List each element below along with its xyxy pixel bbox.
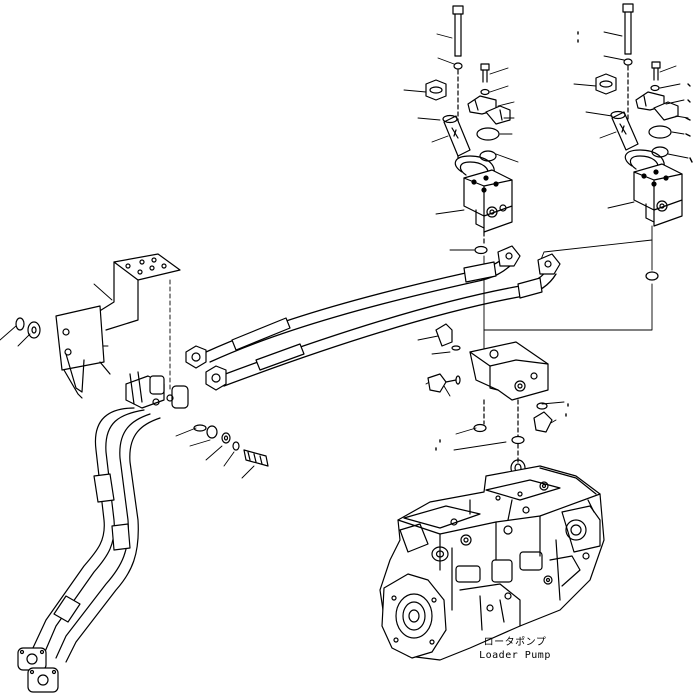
- block-o-ring-2: [511, 435, 525, 445]
- left-pipes: [31, 407, 161, 663]
- block-o-ring: [473, 423, 487, 433]
- left-cap: [425, 79, 447, 101]
- pump-caption: ロータポンプ Loader Pump: [470, 636, 560, 662]
- left-bolt-washer: [453, 62, 463, 70]
- left-sleeve: [442, 114, 471, 157]
- loader-pump: [379, 459, 605, 661]
- hose-end-fitting-lower: [205, 365, 227, 391]
- pump-caption-jp: ロータポンプ: [483, 637, 547, 648]
- left-small-washer: [480, 88, 490, 96]
- right-long-bolt: [622, 3, 634, 55]
- pipe-clamp-group: [125, 371, 189, 409]
- hose-end-fitting-right-2: [537, 253, 561, 275]
- left-clamp: [467, 95, 511, 125]
- pump-caption-en: Loader Pump: [479, 650, 551, 661]
- left-small-bolt: [480, 63, 490, 83]
- left-o-ring-2: [479, 150, 497, 162]
- right-valve-assembly: [595, 3, 683, 227]
- right-cap: [595, 73, 617, 95]
- right-small-bolt: [651, 61, 661, 81]
- hose-pair: [185, 245, 561, 391]
- left-o-ring-1: [476, 127, 500, 141]
- right-clamp: [635, 91, 679, 121]
- left-long-bolt: [452, 5, 464, 57]
- left-valve-assembly: [425, 5, 513, 255]
- right-valve-body: [633, 163, 683, 227]
- block-fittings: [427, 323, 553, 433]
- left-washers: [15, 317, 41, 339]
- bolt-washer-stack: [193, 424, 269, 467]
- bottom-left-flanges: [17, 647, 59, 693]
- left-lower-o-ring: [474, 245, 488, 255]
- left-hose-loop: [454, 155, 495, 175]
- left-valve-body: [463, 169, 513, 233]
- reference-marks: [435, 31, 693, 451]
- right-sleeve: [610, 110, 639, 151]
- right-lower-o-ring: [645, 271, 659, 281]
- leader-lines: [0, 31, 689, 479]
- connector-block: [469, 341, 549, 401]
- hose-end-fitting-upper: [185, 345, 207, 369]
- hose-end-fitting-right-1: [497, 245, 521, 267]
- mounting-bracket: [55, 253, 181, 399]
